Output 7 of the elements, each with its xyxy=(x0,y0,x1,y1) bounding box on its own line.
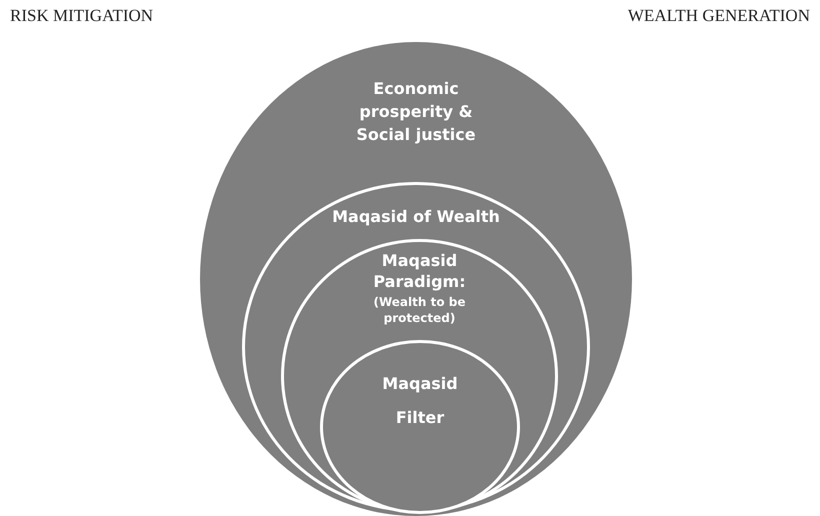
circle-label: Maqasid Paradigm: xyxy=(372,250,467,292)
corner-heading: WEALTH GENERATION xyxy=(628,6,810,26)
circle-label: Maqasid of Wealth xyxy=(331,206,501,228)
circle-label: Maqasid Filter xyxy=(381,373,459,429)
circle-label: Economic prosperity & Social justice xyxy=(355,78,477,146)
corner-heading: RISK MITIGATION xyxy=(10,6,154,26)
circle-label: (Wealth to be protected) xyxy=(372,294,466,326)
